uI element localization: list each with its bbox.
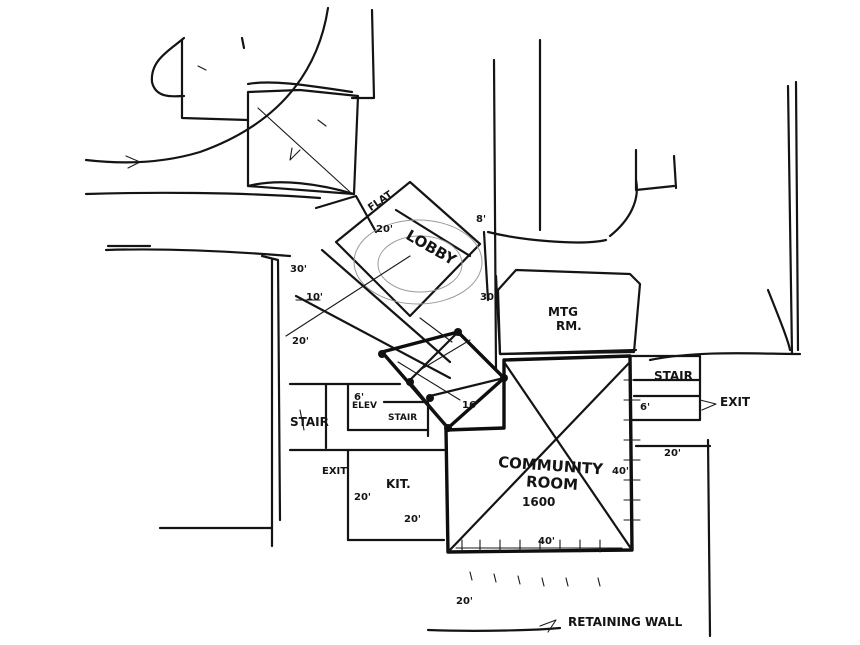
dim-lobby-20: 20': [376, 224, 393, 235]
flat-label: FLAT: [366, 189, 395, 214]
elev-label: ELEV: [352, 401, 377, 411]
dim-20-right: 20': [664, 448, 681, 459]
retaining-wall-label: RETAINING WALL: [568, 615, 683, 629]
dim-lobby-8: 8': [476, 214, 486, 225]
dim-16: 16': [462, 400, 479, 411]
mtg-label-line1: MTG: [548, 305, 578, 319]
dim-6: 6': [354, 392, 364, 403]
labels: LOBBY MTG RM. COMMUNITY ROOM 1600 KIT. E…: [290, 189, 751, 629]
site-lines: [84, 191, 322, 548]
dim-20-lower: 20': [456, 596, 473, 607]
mtg-label-line2: RM.: [556, 319, 582, 333]
dim-40-right: 40': [612, 466, 629, 477]
stair-right-label: STAIR: [654, 369, 693, 383]
dim-mtg-30: 30': [480, 292, 497, 303]
dim-40-bottom: 40': [538, 536, 555, 547]
site-boundary-right: [492, 38, 802, 638]
column-dot: [454, 328, 462, 336]
community-area-label: 1600: [522, 495, 555, 509]
existing-building-outline: [84, 6, 376, 169]
exit-left-label: EXIT: [322, 466, 347, 477]
dim-30: 30': [290, 264, 307, 275]
column-dot: [426, 394, 434, 402]
retaining-wall: [426, 571, 601, 633]
exit-right-label: EXIT: [720, 395, 751, 409]
circulation-spine: [285, 248, 452, 380]
stair-small-label: STAIR: [388, 413, 417, 423]
stair-left-label: STAIR: [290, 415, 329, 429]
right-stair: [630, 354, 717, 422]
meeting-room: [482, 230, 642, 356]
dim-10: 10': [306, 292, 323, 303]
dim-20-kit-vert: 20': [354, 492, 371, 503]
kitchen-label: KIT.: [386, 477, 411, 491]
service-area: [288, 382, 446, 542]
dim-20-kit-horiz: 20': [404, 514, 421, 525]
lobby-room: [314, 180, 483, 318]
column-dot: [378, 350, 386, 358]
community-label-line2: ROOM: [526, 472, 579, 494]
community-room: [444, 354, 641, 554]
column-dot: [406, 378, 414, 386]
entry-canopy: [246, 88, 360, 196]
dim-20-left: 20': [292, 336, 309, 347]
dim-6-right: 6': [640, 402, 650, 413]
